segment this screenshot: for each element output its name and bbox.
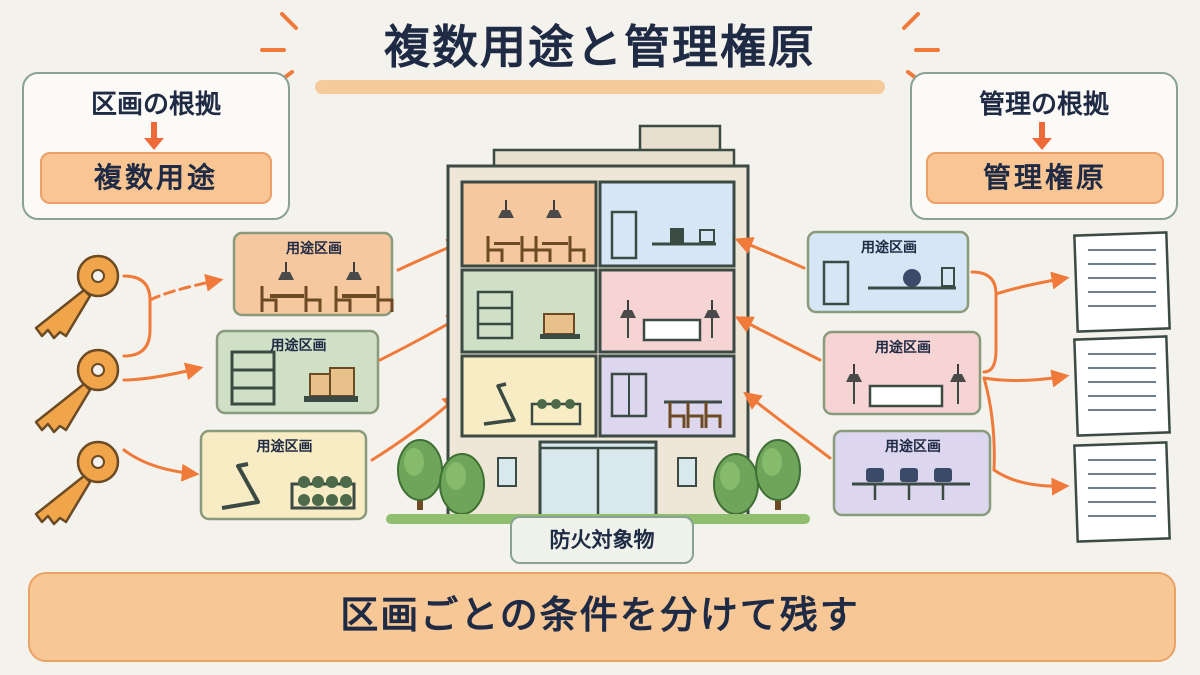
bottom-message: 区画ごとの条件を分けて残す (340, 593, 860, 637)
key-icon (34, 348, 120, 434)
document-icon (1073, 441, 1171, 543)
zone-label: 用途区画 (861, 240, 917, 256)
zone-label: 用途区画 (256, 439, 313, 455)
right-basis-value: 管理権原 (926, 152, 1164, 204)
left-basis-value: 複数用途 (40, 152, 272, 204)
key-icon (34, 254, 120, 340)
zone-label: 用途区画 (270, 338, 327, 354)
tree-icon (397, 439, 443, 511)
right-basis-label: 管理の根拠 (978, 90, 1109, 120)
key-icon (34, 440, 120, 526)
building-label: 防火対象物 (510, 516, 694, 564)
zone-label: 用途区画 (885, 439, 941, 455)
document-icon (1073, 231, 1171, 333)
zone-label: 用途区画 (875, 340, 931, 356)
page-title: 複数用途と管理権原 (384, 20, 816, 74)
bottom-banner (28, 572, 1176, 662)
document-icon (1073, 335, 1171, 437)
tree-icon (755, 439, 801, 511)
zone-label: 用途区画 (286, 241, 342, 257)
left-basis-label: 区画の根拠 (90, 90, 221, 120)
title-underline (315, 80, 885, 94)
